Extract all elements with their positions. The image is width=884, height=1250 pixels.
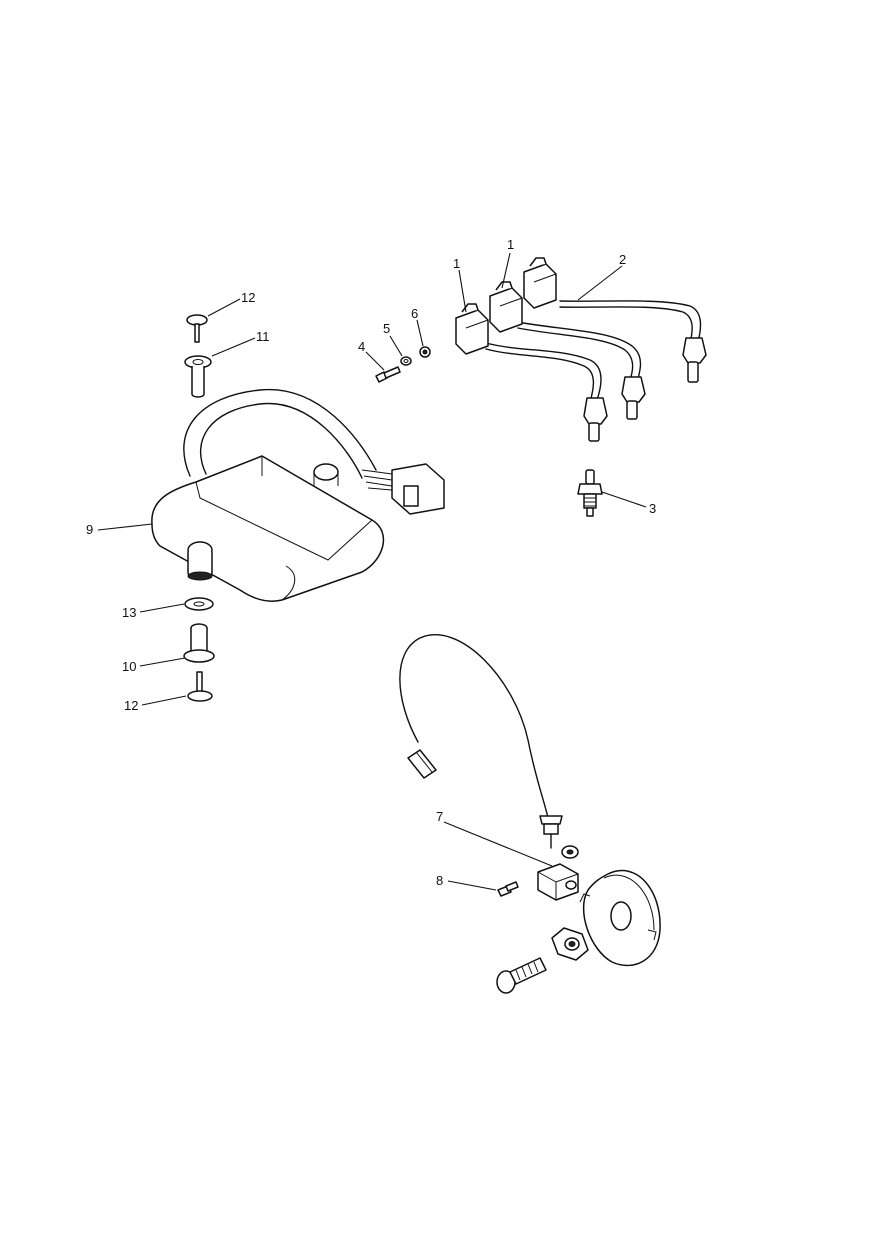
ignition-coil-middle [489,281,523,333]
coil-washer [400,356,412,366]
callout-spacer-upper: 11 [256,329,270,344]
callout-coil-washer: 5 [383,321,390,336]
callout-spacer-lower: 10 [122,659,136,674]
callout-ignition-coil-rear: 1 [507,237,514,252]
spark-plug [577,469,603,517]
pickup-screw [497,881,519,897]
pickup-connector [407,749,437,779]
callout-pickup: 7 [436,809,443,824]
ignition-coil-front [455,303,489,355]
callout-ht-lead: 2 [619,252,626,267]
ignition-coil-rear [523,257,557,309]
module-connector [391,463,445,515]
plug-cap-1 [583,397,608,442]
ht-lead-1 [485,342,602,403]
ht-lead-2 [517,321,642,385]
coil-screw [375,366,401,383]
grommet-washer [184,597,214,611]
callout-coil-screw: 4 [358,339,365,354]
rotor-bolt [496,957,547,994]
plug-cap-3 [682,337,707,383]
callout-coil-nut: 6 [411,306,418,321]
mount-bolt-upper [186,314,208,343]
callout-spark-plug: 3 [649,501,656,516]
ht-lead-3 [559,300,702,345]
callout-bolt-lower: 12 [124,698,138,713]
pickup-assembly [399,634,661,994]
timing-disc [579,869,661,967]
callout-labels: 1 1 2 3 4 5 6 7 8 9 10 11 12 12 13 [86,237,656,888]
callout-grommet: 13 [122,605,136,620]
callout-ignition-module: 9 [86,522,93,537]
coil-nut [419,346,431,358]
callout-pickup-screw: 8 [436,873,443,888]
leader-lines [97,252,647,891]
callout-bolt-upper: 12 [241,290,255,305]
mount-spacer-upper [184,355,212,398]
ignition-module [151,388,445,602]
ignition-coil-assembly [455,257,707,442]
rotor-nut [551,927,589,961]
mount-bolt-lower [187,671,213,702]
callout-ignition-coil-front: 1 [453,256,460,271]
mount-spacer-lower [183,623,215,663]
plug-cap-2 [621,376,646,420]
